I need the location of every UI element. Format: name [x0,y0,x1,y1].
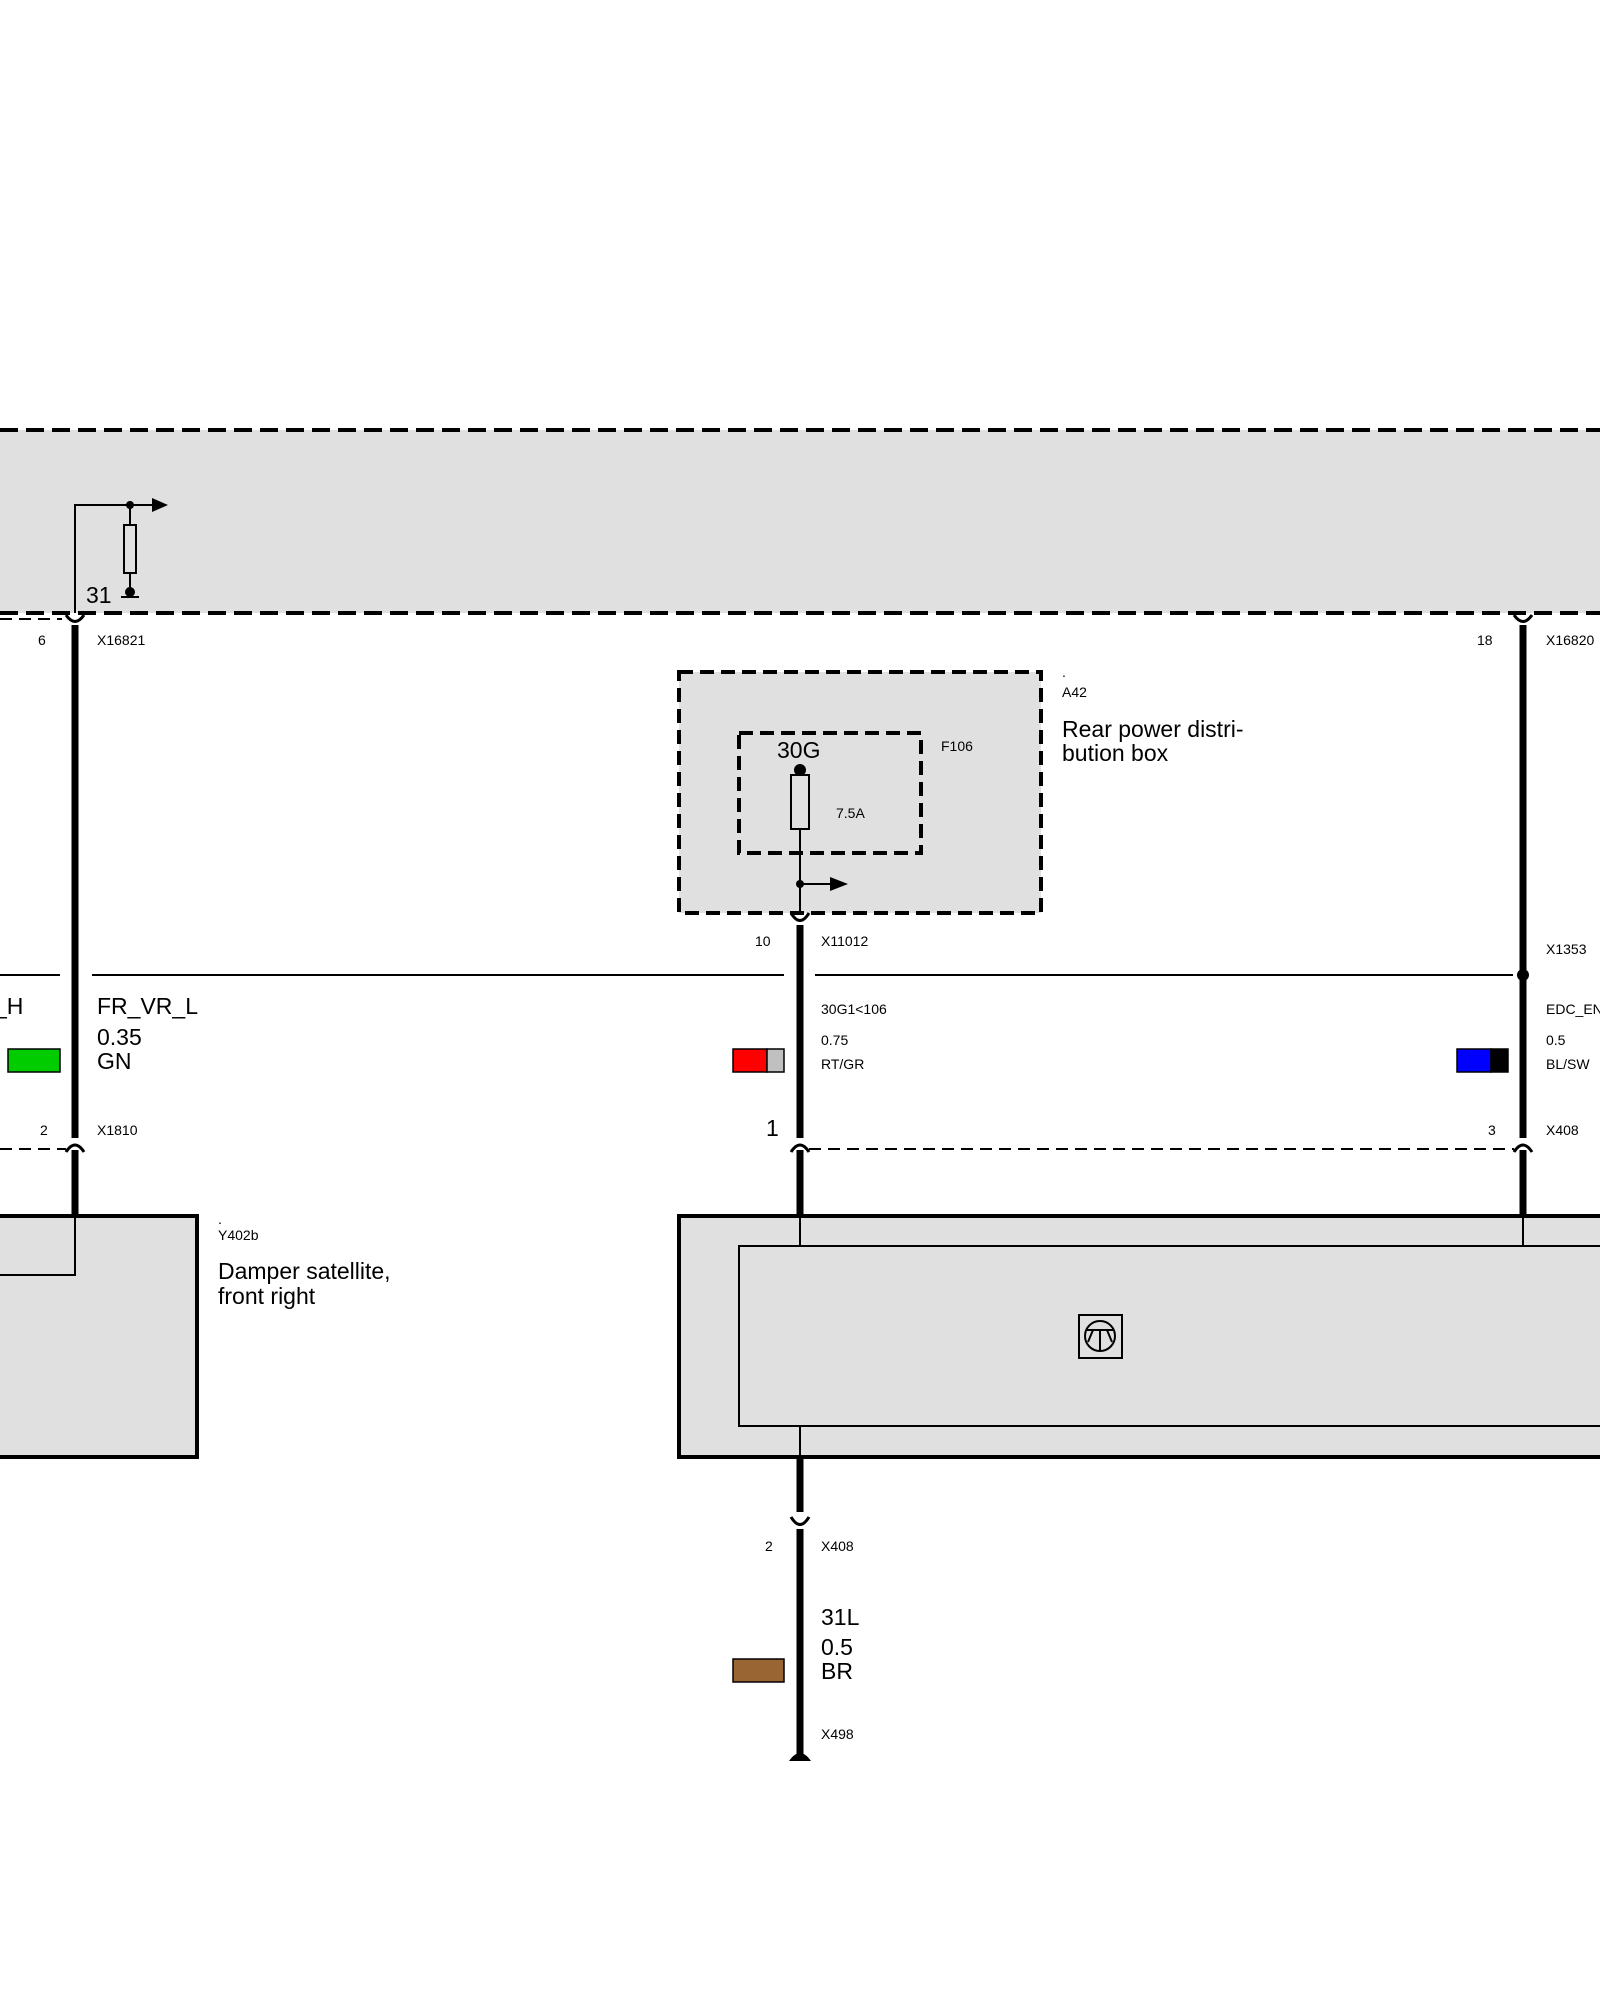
distribution-box-dot: . [1062,664,1066,680]
wire-edc-en [1512,614,1534,1216]
fr-vr-signal-label: FR_VR_L [97,993,198,1019]
fr-vr-wire-size: 0.35 [97,1024,142,1050]
left-cut-signal-label: _H [0,993,23,1019]
distribution-out-connector: X11012 [821,933,868,949]
damper-internal-wire [0,1216,76,1276]
power-signal-label: 30G1<106 [821,1001,887,1017]
rear-power-distribution-box [677,670,1043,915]
splice-label: X1353 [1546,941,1587,957]
distribution-box-name-line2: bution box [1062,740,1169,766]
ground-signal-label: 31L [821,1604,860,1630]
edc-color-code: BL/SW [1546,1056,1590,1072]
distribution-box-id: A42 [1062,684,1087,700]
power-color-code: RT/GR [821,1056,864,1072]
ground-point-label: X498 [821,1726,854,1742]
ground-wire-size: 0.5 [821,1634,853,1660]
fr-vr-color-code: GN [97,1048,132,1074]
power-wire-size: 0.75 [821,1032,848,1048]
internal-resistor-symbol [74,498,168,613]
fuse-f106-box [737,731,923,855]
wire-ground-31l [788,1457,812,1761]
power-color-swatch [732,1048,785,1073]
top-module-right-pin: 18 [1477,632,1493,648]
edc-color-swatch [1456,1048,1509,1073]
pin-31-label: 31 [86,582,112,608]
ground-pin-label: 2 [765,1538,773,1554]
damper-pin-label: 2 [40,1122,48,1138]
distribution-out-pin: 10 [755,933,771,949]
lower-module [677,1214,1600,1459]
fuse-terminal-label: 30G [777,737,820,763]
ground-color-code: BR [821,1658,853,1684]
top-module-left-pin: 6 [38,632,46,648]
lower-edc-pin: 3 [1488,1122,1496,1138]
damper-name-line1: Damper satellite, [218,1258,391,1284]
wire-fr-vr-l [0,614,86,1276]
top-module-right-connector: X16820 [1546,632,1594,648]
damper-name-line2: front right [218,1283,316,1309]
splice-x1353 [1517,969,1529,981]
ground-connector-label: X408 [821,1538,854,1554]
edc-signal-label: EDC_EN [1546,1001,1600,1017]
top-module-left-connector: X16821 [97,632,145,648]
ground-color-swatch [732,1658,785,1683]
ground-point-symbol [788,1753,812,1761]
fuse-rating-label: 7.5A [836,805,865,821]
lower-power-pin: 1 [766,1115,779,1141]
fuse-output-arrow [830,877,848,891]
wire-power-30g1 [789,912,811,1216]
fuse-id-label: F106 [941,738,973,754]
damper-connector-label: X1810 [97,1122,138,1138]
distribution-box-name-line1: Rear power distri- [1062,716,1244,742]
lower-connector-label: X408 [1546,1122,1579,1138]
damper-id-label: Y402b [218,1227,259,1243]
edc-wire-size: 0.5 [1546,1032,1566,1048]
damper-dot: . [218,1211,222,1227]
top-control-module: 31 [0,428,1600,615]
lower-module-inner [738,1245,1600,1427]
damper-satellite-box [0,1214,199,1459]
transistor-icon [1078,1314,1123,1359]
fr-vr-color-swatch [7,1048,61,1073]
